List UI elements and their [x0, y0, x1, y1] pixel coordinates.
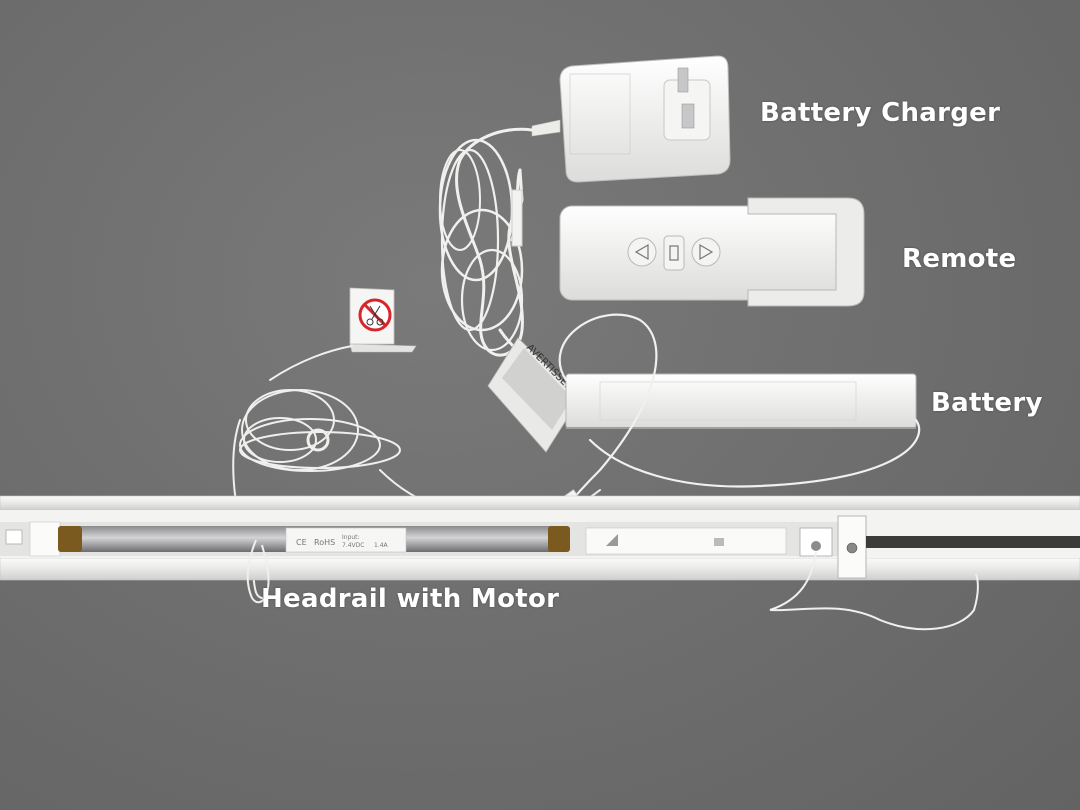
charger-cable: [438, 127, 552, 382]
remote-up-button[interactable]: [627, 237, 657, 267]
motor: CE RoHS Input: 7.4VDC 1.4A: [58, 526, 570, 553]
remote-holder: [747, 197, 865, 307]
triangle-down-icon: [699, 243, 714, 261]
label-battery-charger: Battery Charger: [760, 98, 1001, 128]
battery: [565, 373, 917, 429]
rohs-mark: RoHS: [314, 538, 335, 547]
label-remote: Remote: [902, 244, 1017, 274]
sticker-voltage: 7.4VDC: [342, 542, 364, 549]
sticker-current: 1.4A: [374, 542, 389, 549]
sticker-input: Input:: [342, 534, 360, 541]
remote: [559, 197, 865, 307]
stop-square-icon: [669, 245, 679, 261]
charger-plug-prongs: [663, 67, 711, 141]
remote-down-button[interactable]: [691, 237, 721, 267]
battery-charger: [531, 55, 731, 183]
headrail: CE RoHS Input: 7.4VDC 1.4A: [0, 495, 1080, 581]
no-scissors-tag: [349, 287, 417, 353]
switch-wire: [769, 551, 979, 631]
no-scissors-icon: [358, 298, 392, 332]
motor-label-sticker: [285, 527, 407, 553]
ce-mark: CE: [296, 538, 307, 547]
triangle-up-icon: [634, 243, 649, 261]
label-headrail-with-motor: Headrail with Motor: [261, 584, 560, 614]
headrail-wire: [246, 539, 270, 604]
label-battery: Battery: [931, 388, 1043, 418]
remote-stop-button[interactable]: [663, 235, 685, 271]
